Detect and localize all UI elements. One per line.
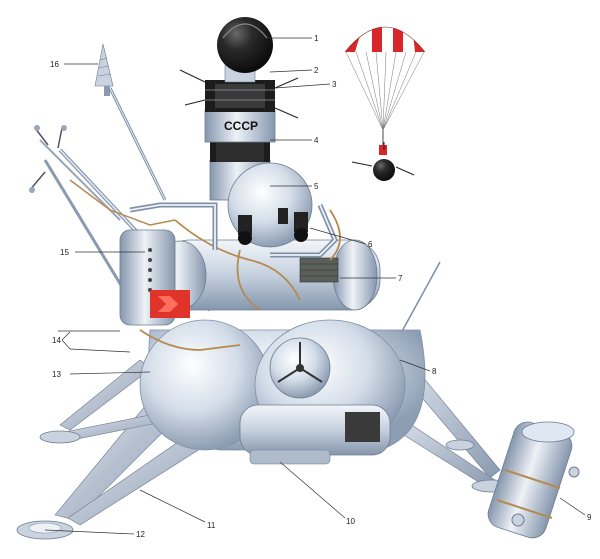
callout-5: 5 [314, 182, 319, 191]
callout-13: 13 [52, 370, 61, 379]
soil-container [487, 421, 580, 539]
ascent-stage: CCCP [179, 17, 299, 162]
callout-2: 2 [314, 66, 319, 75]
callout-labels: 1 2 3 4 5 6 7 8 9 10 11 12 13 14 15 16 [50, 34, 592, 539]
antenna-mast [94, 43, 167, 201]
footpad-rear-left [39, 430, 81, 444]
pipework [139, 209, 341, 351]
callout-8: 8 [432, 367, 437, 376]
return-capsule [217, 17, 273, 73]
cccp-badge: CCCP [224, 119, 258, 133]
leader-lines [44, 37, 586, 535]
parachute-shroud-lines [345, 51, 425, 131]
callout-14: 14 [52, 336, 61, 345]
return-capsule-sphere [373, 159, 395, 181]
instrument-ring [204, 109, 276, 143]
callout-6: 6 [368, 240, 373, 249]
conical-antenna [94, 43, 114, 87]
callout-15: 15 [60, 248, 69, 257]
upper-fuel-tank [129, 159, 338, 258]
parachute [344, 6, 426, 181]
descent-stage [139, 319, 426, 465]
callout-4: 4 [314, 136, 319, 145]
callout-7: 7 [398, 274, 403, 283]
callout-1: 1 [314, 34, 319, 43]
callout-9: 9 [587, 513, 592, 522]
callout-11: 11 [207, 521, 216, 530]
whip-antenna [399, 261, 441, 336]
callout-16: 16 [50, 60, 59, 69]
callout-3: 3 [332, 80, 337, 89]
callout-12: 12 [136, 530, 145, 539]
mid-tank-assembly [119, 229, 381, 326]
callout-10: 10 [346, 517, 355, 526]
